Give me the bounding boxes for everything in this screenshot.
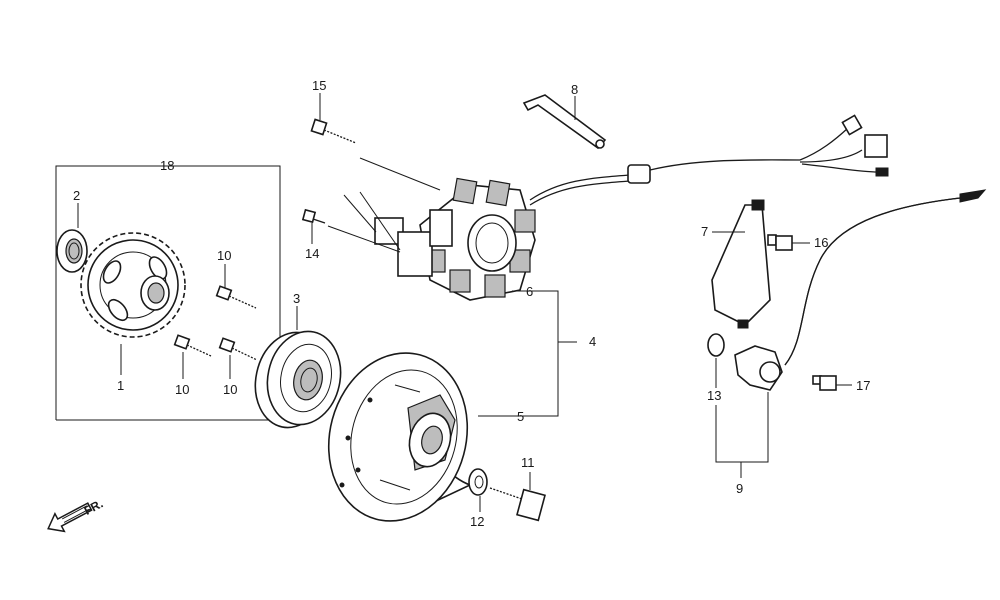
oil-seal-part-2 <box>56 229 88 273</box>
stator-wire-harness <box>529 114 889 206</box>
callout-2: 2 <box>73 188 80 203</box>
stator-part-6 <box>343 177 536 301</box>
callout-10-right: 10 <box>223 382 237 397</box>
callout-labels: 18 2 1 10 10 10 3 15 14 8 6 4 5 11 12 7 … <box>73 78 870 529</box>
callout-5: 5 <box>517 409 524 424</box>
callout-6: 6 <box>526 284 533 299</box>
bolt-part-10-left <box>173 334 212 357</box>
callout-10-left: 10 <box>175 382 189 397</box>
callout-12: 12 <box>470 514 484 529</box>
front-direction-indicator: FR. <box>47 496 106 533</box>
cover-part-7 <box>711 199 771 329</box>
callout-3: 3 <box>293 291 300 306</box>
screw-part-14 <box>301 208 401 253</box>
bolt-part-16 <box>767 234 793 251</box>
callout-9: 9 <box>736 481 743 496</box>
wire-clamp-part-8 <box>522 94 607 150</box>
callout-18: 18 <box>160 158 174 173</box>
group-18-bracket <box>55 165 281 421</box>
front-arrow-icon <box>47 502 93 533</box>
bolt-part-15 <box>310 118 441 191</box>
flywheel-part-5 <box>327 352 473 522</box>
starter-clutch-part-3 <box>254 330 342 429</box>
callout-4: 4 <box>589 334 596 349</box>
nut-part-11 <box>489 487 546 522</box>
callout-16: 16 <box>814 235 828 250</box>
sprocket-part-1 <box>80 232 186 338</box>
leader-lines <box>77 93 852 512</box>
callout-14: 14 <box>305 246 319 261</box>
callout-15: 15 <box>312 78 326 93</box>
callout-1: 1 <box>117 378 124 393</box>
pulse-generator-part-9 <box>734 189 987 391</box>
callout-17: 17 <box>856 378 870 393</box>
front-direction-label: FR. <box>82 496 106 517</box>
callout-13: 13 <box>707 388 721 403</box>
callout-10-top: 10 <box>217 248 231 263</box>
callout-11: 11 <box>521 455 535 470</box>
callout-8: 8 <box>571 82 578 97</box>
washer-part-12 <box>468 468 488 496</box>
bolt-part-10-top <box>215 285 257 309</box>
callout-7: 7 <box>701 224 708 239</box>
o-ring-part-13 <box>707 333 725 357</box>
bolt-part-17 <box>812 375 837 391</box>
bolt-part-10-right <box>218 337 258 361</box>
